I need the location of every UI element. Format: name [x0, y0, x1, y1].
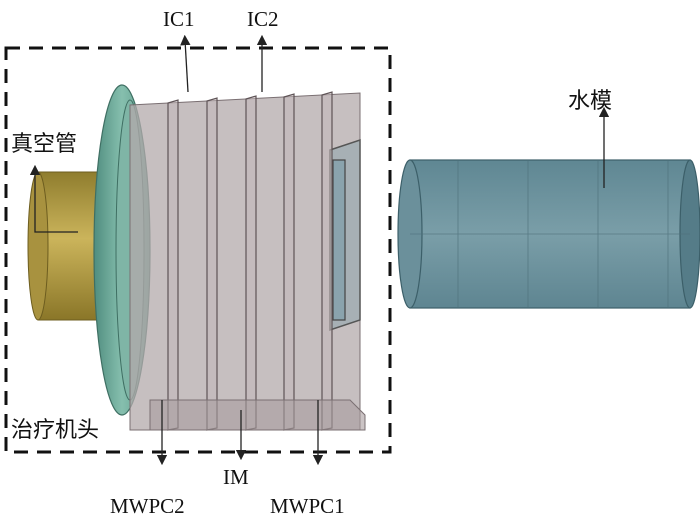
- detector-plate: [321, 91, 333, 431]
- ic1-arrow: [180, 34, 191, 93]
- detector-plate: [206, 97, 218, 431]
- im-label: IM: [223, 465, 249, 489]
- water-phantom: [397, 159, 700, 309]
- detector-plate: [245, 95, 257, 431]
- water-phantom-label: 水模: [568, 89, 612, 114]
- ic1-label: IC1: [163, 7, 195, 31]
- vacuum-tube-label: 真空管: [11, 132, 77, 157]
- detector-plate-stack: [129, 91, 366, 431]
- detector-plate: [167, 99, 179, 431]
- mwpc1-label: MWPC1: [270, 494, 345, 518]
- vacuum-tube-arrow: [29, 164, 78, 233]
- treatment-head-label: 治疗机头: [11, 418, 99, 443]
- treatment-head-frame: [4, 46, 392, 454]
- ic2-label: IC2: [247, 7, 279, 31]
- detector-plate: [283, 93, 295, 431]
- mwpc2-label: MWPC2: [110, 494, 185, 518]
